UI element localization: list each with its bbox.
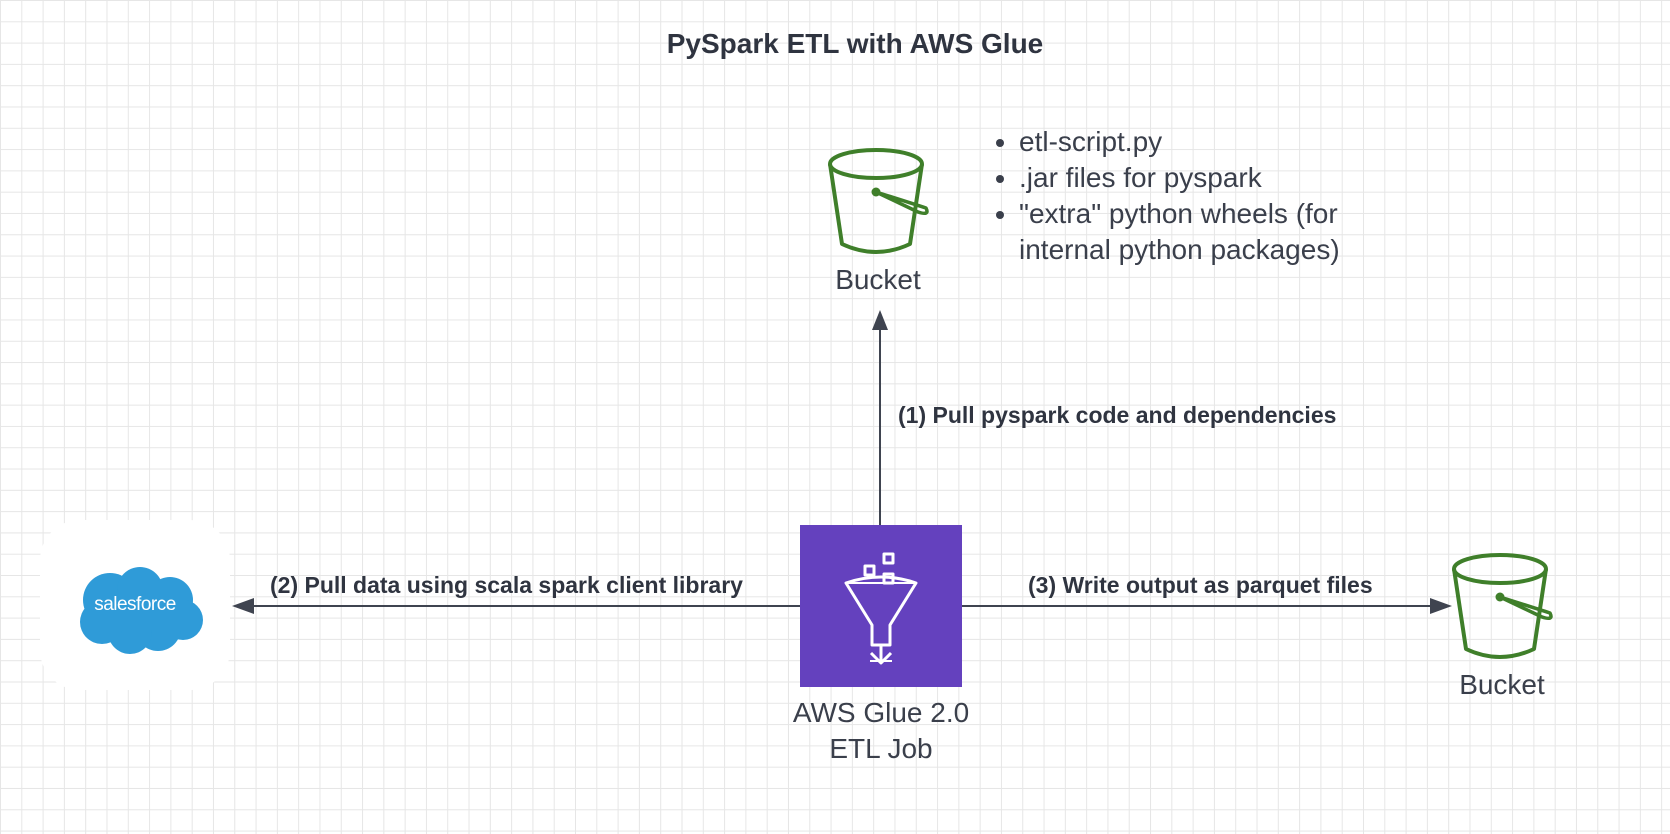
salesforce-node[interactable]: salesforce [40, 520, 230, 690]
s3-bucket-icon [828, 148, 929, 254]
edge-label-pull-data: (2) Pull data using scala spark client l… [270, 572, 743, 598]
s3-bucket-icon [1452, 553, 1553, 659]
glue-job-node[interactable] [800, 525, 962, 687]
bucket-content-item: etl-script.py [1019, 124, 1379, 160]
glue-job-label-line1: AWS Glue 2.0 [792, 697, 970, 728]
bucket-content-item: .jar files for pyspark [1019, 160, 1379, 196]
arrow-head-up [872, 310, 888, 330]
bucket-content-item: "extra" python wheels (for internal pyth… [1019, 196, 1379, 268]
aws-glue-icon [844, 552, 918, 665]
bucket-contents-list: etl-script.py .jar files for pyspark "ex… [995, 124, 1379, 268]
arrow-head-right [1430, 598, 1452, 614]
right-bucket-node[interactable]: Bucket [1442, 545, 1566, 705]
right-bucket-label: Bucket [1459, 669, 1545, 700]
salesforce-logo-text: salesforce [94, 594, 176, 615]
arrow-head-left [232, 598, 254, 614]
edge-label-write-output: (3) Write output as parquet files [1028, 572, 1373, 598]
diagram-title: PySpark ETL with AWS Glue [666, 28, 1044, 59]
top-bucket-label: Bucket [835, 264, 921, 295]
glue-job-label-line2: ETL Job [829, 733, 933, 764]
salesforce-logo [80, 567, 203, 654]
top-bucket-node[interactable]: Bucket [818, 140, 942, 300]
edge-label-pull-code: (1) Pull pyspark code and dependencies [898, 402, 1337, 428]
